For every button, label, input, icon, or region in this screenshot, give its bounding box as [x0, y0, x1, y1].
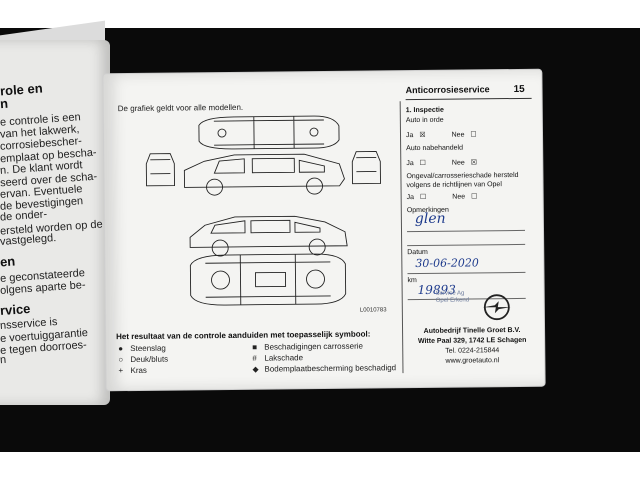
- datum-handwriting: 30-06-2020: [415, 256, 479, 271]
- empty-box-icon: ☐: [470, 131, 477, 139]
- left-page-line: de onder-: [0, 208, 48, 224]
- left-page-line: n: [0, 353, 7, 367]
- page-title: Anticorrosieservice: [405, 84, 490, 96]
- auto-in-orde-options: Ja ☒ Nee ☐: [406, 130, 477, 139]
- form-rule: [407, 243, 526, 247]
- dealer-web: www.groetauto.nl: [445, 357, 500, 365]
- nee-label: Nee: [451, 159, 465, 167]
- legend-label: Beschadigingen carrosserie: [264, 341, 363, 352]
- body-damage-icon: ■: [252, 342, 258, 352]
- legend-item: ◆ Bodemplaatbescherming beschadigd: [252, 363, 396, 374]
- checked-box-icon: ☒: [419, 131, 426, 139]
- legend-label: Steenslag: [130, 343, 166, 354]
- ja-label: Ja: [405, 132, 414, 140]
- left-page-line: n: [0, 95, 9, 112]
- empty-box-icon: ☐: [419, 193, 427, 201]
- legend-item: ○ Deuk/bluts: [118, 355, 168, 365]
- column-divider: [399, 101, 404, 374]
- left-page: role en n e controle is een van het lakw…: [0, 40, 110, 405]
- legend-item: ● Steenslag: [118, 344, 166, 353]
- car-underbody-view: [189, 253, 347, 306]
- checked-box-icon: ☒: [470, 159, 478, 167]
- dealer-address: Witte Paal 329, 1742 LE Schagen: [417, 336, 527, 346]
- diagram-intro: De grafiek geldt voor alle modellen.: [117, 102, 244, 114]
- ongeval-label: Ongeval/carrosserieschade hersteld: [406, 171, 519, 181]
- form-section-title: 1. Inspectie: [405, 106, 444, 115]
- km-label: km: [407, 277, 417, 285]
- dent-icon: ○: [118, 355, 124, 365]
- car-rear-view: [351, 150, 381, 185]
- legend-label: Kras: [130, 365, 147, 376]
- legend-label: Bodemplaatbescherming beschadigd: [264, 363, 397, 374]
- inspection-form: 1. Inspectie Auto in orde Ja ☒ Nee ☐ Aut…: [406, 106, 534, 301]
- scratch-icon: +: [118, 366, 124, 376]
- dealer-stamp: Service Ag Opel Erkend: [436, 290, 470, 304]
- booklet-page: Anticorrosieservice 15 De grafiek geldt …: [103, 69, 545, 391]
- car-front-view: [145, 153, 175, 187]
- car-side-view-right: [189, 215, 348, 248]
- bottom-border: [0, 452, 640, 480]
- ja-label: Ja: [406, 160, 414, 168]
- diagram-reference: L0010783: [359, 307, 387, 314]
- opel-logo-icon: [482, 294, 511, 321]
- underbody-damage-icon: ◆: [252, 364, 259, 374]
- legend-title: Het resultaat van de controle aanduiden …: [116, 329, 371, 342]
- stamp-line: Opel Erkend: [435, 297, 470, 304]
- ongeval-label-2: volgens de richtlijnen van Opel: [406, 181, 502, 190]
- auto-nabehandeld-options: Ja ☐ Nee ☒: [406, 158, 477, 167]
- datum-label: Datum: [407, 248, 428, 257]
- left-page-line: vastgelegd.: [0, 232, 57, 248]
- empty-box-icon: ☐: [471, 193, 478, 201]
- car-top-view: [198, 115, 340, 150]
- legend-item: ■ Beschadigingen carrosserie: [252, 342, 363, 352]
- left-page-line: en: [0, 253, 16, 270]
- left-page-line: rvice: [0, 300, 31, 319]
- opmerkingen-handwriting: glen: [414, 210, 446, 228]
- legend-item: # Lakschade: [252, 353, 303, 363]
- page-number: 15: [513, 83, 525, 96]
- empty-box-icon: ☐: [419, 159, 426, 167]
- car-side-view-left: [183, 153, 345, 188]
- nee-label: Nee: [451, 131, 465, 139]
- legend-item: + Kras: [118, 366, 147, 375]
- paint-damage-icon: #: [252, 353, 257, 363]
- nee-label: Nee: [452, 193, 466, 201]
- legend-label: Deuk/bluts: [130, 354, 169, 365]
- form-rule: [407, 271, 526, 275]
- dealer-block: Autobedrijf Tinelle Groet B.V. Witte Paa…: [412, 326, 532, 367]
- header-rule: [405, 97, 532, 101]
- legend-label: Lakschade: [264, 353, 304, 363]
- ja-label: Ja: [406, 194, 415, 202]
- auto-in-orde-label: Auto in orde: [405, 116, 444, 125]
- ongeval-options: Ja ☐ Nee ☐: [407, 192, 478, 201]
- top-border: [0, 0, 640, 28]
- stone-chip-icon: ●: [118, 344, 124, 354]
- auto-nabehandeld-label: Auto nabehandeld: [406, 144, 464, 153]
- form-rule: [407, 229, 526, 233]
- car-diagram: [145, 115, 381, 306]
